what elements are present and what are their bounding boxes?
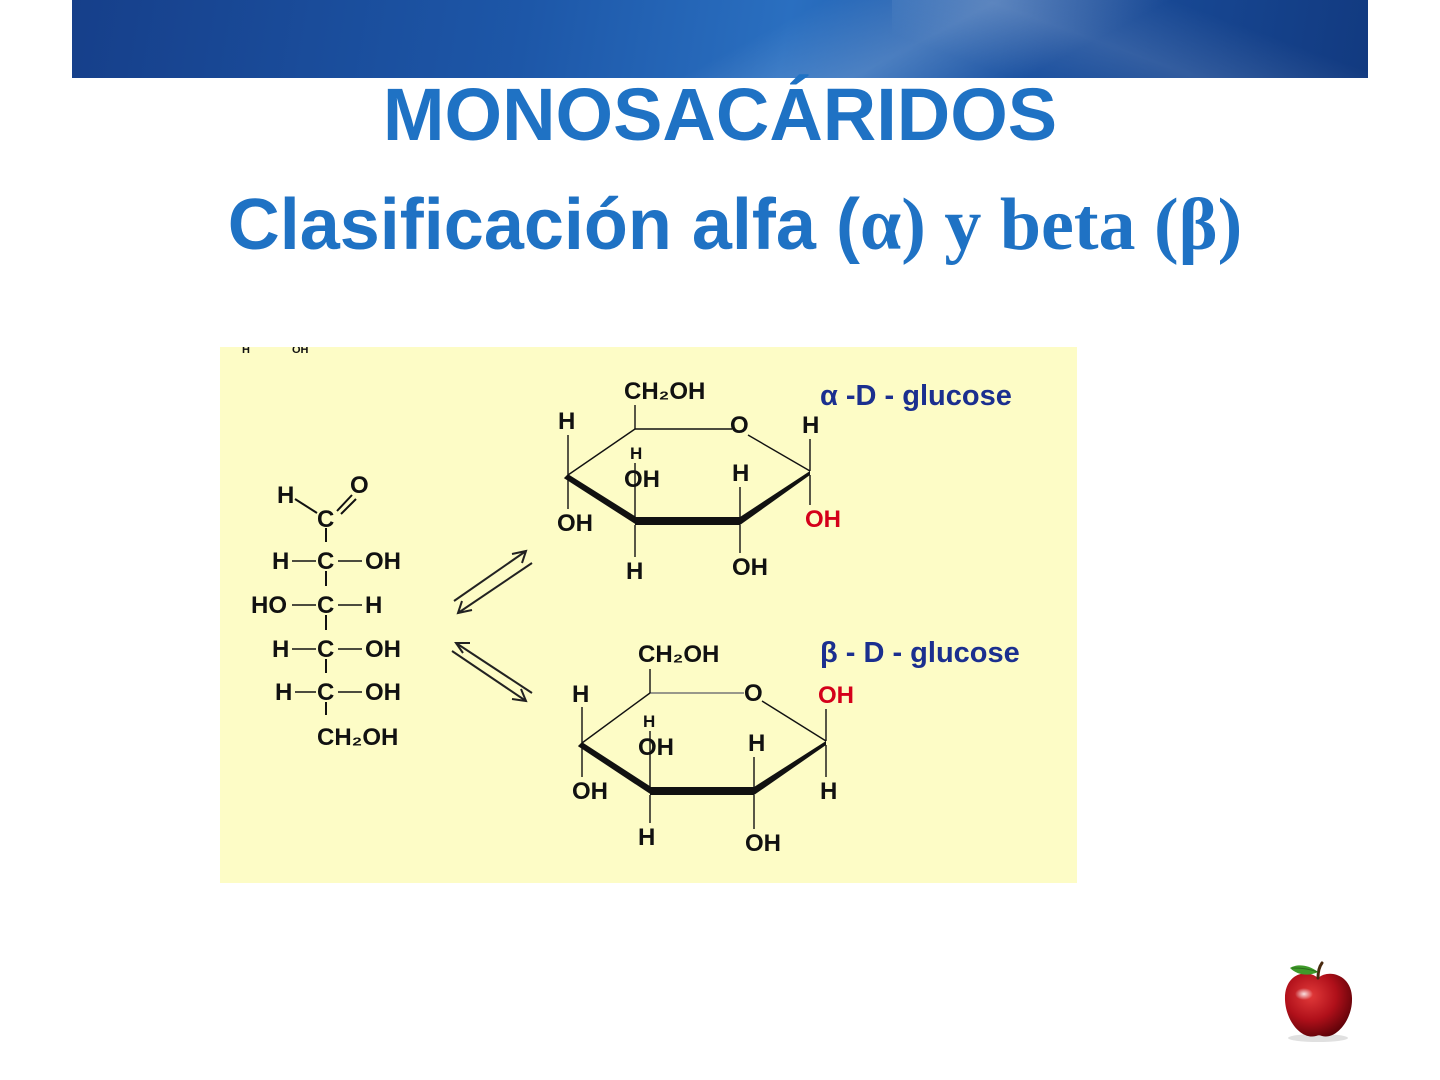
alpha-c2-oh: OH [732, 554, 768, 581]
fischer-aldehyde-o: O [350, 472, 369, 499]
alpha-c1-h: H [802, 412, 819, 439]
fischer-c1: C [317, 506, 334, 533]
beta-ch2oh: CH₂OH [638, 641, 719, 668]
corner-fragment-oh: OH [292, 347, 309, 356]
fischer-row2-right: H [365, 592, 382, 619]
fischer-projection: H O C H C OH HO C H H [251, 472, 401, 751]
alpha-c1-oh: OH [805, 506, 841, 533]
fischer-row3-left: H [272, 636, 289, 663]
beta-c4-oh-left: OH [572, 778, 608, 805]
slide-subtitle: Clasificación alfa (α) y beta (β) [0, 180, 1440, 270]
glucose-diagram-svg: H OH H O C H C OH HO C [242, 347, 1020, 857]
fischer-row3-center: C [317, 636, 334, 663]
subtitle-prefix: Clasificación alfa ( [227, 185, 860, 265]
alpha-ch2oh: CH₂OH [624, 378, 705, 405]
fischer-row2-left: HO [251, 592, 287, 619]
fischer-row4-right: OH [365, 679, 401, 706]
fischer-row3-right: OH [365, 636, 401, 663]
glucose-diagram: H OH H O C H C OH HO C [220, 347, 1077, 883]
beta-c4-h: H [643, 712, 655, 731]
alpha-glucose-structure: α -D - glucose CH₂OH O H H H OH H OH OH [557, 378, 1012, 585]
beta-c1-oh: OH [818, 682, 854, 709]
alpha-ring-o: O [730, 412, 749, 439]
subtitle-greek-part: α) y beta (β) [859, 184, 1243, 266]
fischer-row2-center: C [317, 592, 334, 619]
beta-c2-oh: OH [745, 830, 781, 857]
beta-c3-h: H [748, 730, 765, 757]
alpha-c5-h: H [558, 408, 575, 435]
alpha-c3-h-below: H [626, 558, 643, 585]
fischer-row1-center: C [317, 548, 334, 575]
beta-c3-h-below: H [638, 824, 655, 851]
top-banner [72, 0, 1368, 78]
banner-sheen-secondary [892, 0, 1368, 78]
fischer-row4-center: C [317, 679, 334, 706]
alpha-c3-h: H [732, 460, 749, 487]
alpha-c4-h: H [630, 444, 642, 463]
fischer-row4-left: H [275, 679, 292, 706]
alpha-c4-oh-left: OH [557, 510, 593, 537]
beta-ring-o: O [744, 680, 763, 707]
alpha-label: α -D - glucose [820, 380, 1012, 412]
fischer-row1-right: OH [365, 548, 401, 575]
apple-icon [1284, 961, 1353, 1042]
beta-c5-h: H [572, 681, 589, 708]
fischer-row1-left: H [272, 548, 289, 575]
beta-glucose-structure: β - D - glucose CH₂OH O H OH H OH H OH H [572, 637, 1020, 857]
equilibrium-arrows [451, 549, 533, 703]
beta-c1-h: H [820, 778, 837, 805]
beta-label: β - D - glucose [820, 637, 1020, 669]
alpha-c4-oh: OH [624, 466, 660, 493]
slide-title: MONOSACÁRIDOS [382, 73, 1058, 156]
fischer-bottom-ch2oh: CH₂OH [317, 724, 398, 751]
corner-fragment-h: H [242, 347, 250, 356]
beta-c4-oh: OH [638, 734, 674, 761]
fischer-aldehyde-h: H [277, 482, 294, 509]
